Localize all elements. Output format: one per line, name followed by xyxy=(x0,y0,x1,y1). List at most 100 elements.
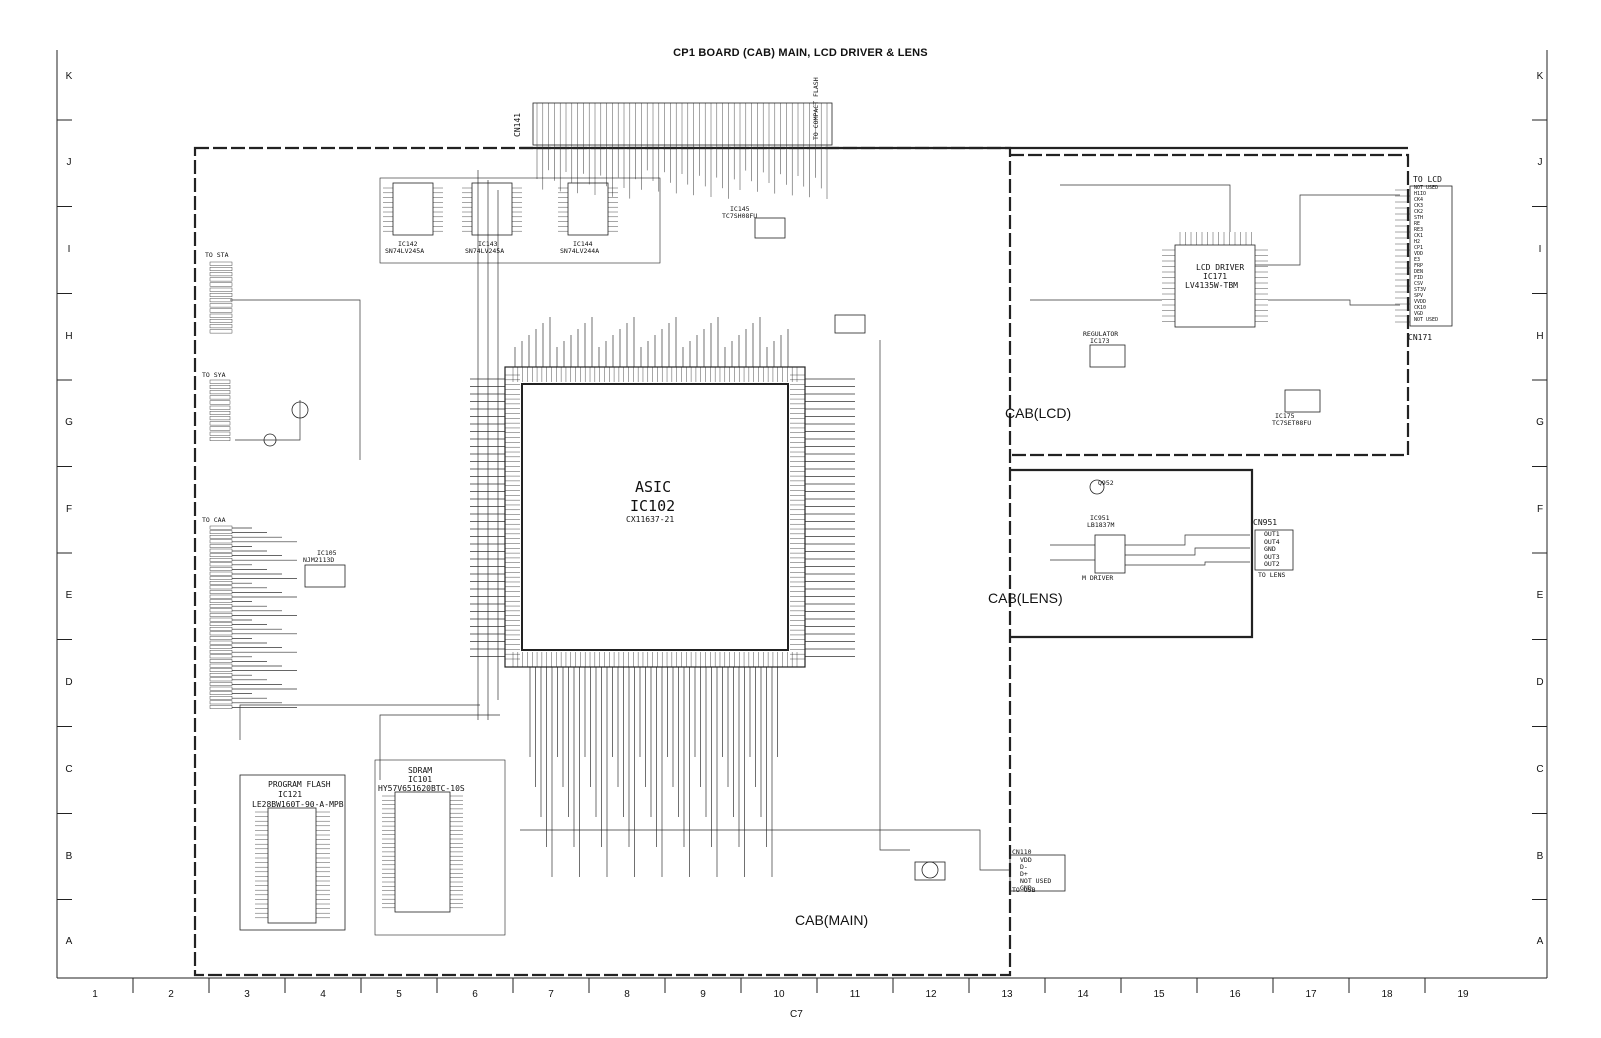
caa-pin xyxy=(209,539,233,544)
column-label: 5 xyxy=(396,989,402,1000)
cn171-pin-label: E3 xyxy=(1414,257,1421,263)
to-sya-label: TO SYA xyxy=(202,371,226,379)
column-label: 19 xyxy=(1457,989,1469,1000)
caa-pin xyxy=(209,677,233,682)
caa-pin xyxy=(209,608,233,613)
bus-to-flash xyxy=(239,704,480,740)
caa-pin xyxy=(209,696,233,700)
row-label-right: D xyxy=(1536,677,1544,688)
caa-pin xyxy=(209,594,233,599)
ic142-ref: IC142 xyxy=(398,240,418,248)
lcd-wire xyxy=(1268,299,1400,306)
row-label-right: F xyxy=(1536,504,1544,515)
column-label: 8 xyxy=(624,989,630,1000)
ic175-ref: IC175 xyxy=(1275,412,1295,420)
cn171-pin-label: NOT USED xyxy=(1414,185,1439,191)
to-sta-label: TO STA xyxy=(205,251,229,259)
row-label-right: I xyxy=(1538,244,1542,255)
cn171-pin-label: CK4 xyxy=(1414,197,1424,203)
column-label: 6 xyxy=(472,989,478,1000)
asic-ref: IC102 xyxy=(630,497,676,515)
sheet-title: CP1 BOARD (CAB) MAIN, LCD DRIVER & LENS xyxy=(673,47,928,59)
ic143-ref: IC143 xyxy=(478,240,498,248)
lcd-driver-part: LV4135W-TBM xyxy=(1185,281,1238,290)
row-label-left: A xyxy=(65,936,73,947)
cn171-pin-label: H1IO xyxy=(1414,191,1427,197)
ic951-part: LB1837M xyxy=(1087,521,1115,529)
caa-pin xyxy=(209,562,233,567)
cn951-pin-label: OUT3 xyxy=(1264,552,1280,561)
caa-pin xyxy=(209,659,233,663)
caa-pin xyxy=(209,650,233,654)
cn951-pin-label: GND xyxy=(1264,545,1276,553)
lens-wire xyxy=(1125,547,1250,556)
cn171-pin-label: STH xyxy=(1414,215,1424,221)
column-label: 9 xyxy=(700,989,706,1000)
usb-switch-ic xyxy=(914,861,946,881)
ic-h11 xyxy=(834,314,866,334)
column-label: 2 xyxy=(168,989,174,1000)
sta-pin xyxy=(209,298,233,303)
lcd-section-border xyxy=(1010,153,1410,457)
cn171-label: CN171 xyxy=(1408,333,1433,342)
column-label: 16 xyxy=(1229,989,1241,1000)
cn171-pin-label: VVDD xyxy=(1414,299,1427,305)
caa-pin xyxy=(209,654,233,659)
row-label-right: G xyxy=(1536,417,1544,428)
row-label-left: C xyxy=(65,764,73,775)
sdram-frame xyxy=(374,759,506,936)
ic175-body xyxy=(1284,389,1321,413)
caa-pin xyxy=(209,627,233,631)
cn171-pin-label: NOT USED xyxy=(1414,317,1439,323)
cn141-label: CN141 xyxy=(513,112,522,137)
sdram-label: SDRAM xyxy=(408,766,433,775)
m-driver-label: M DRIVER xyxy=(1082,574,1114,582)
buffer-group-box xyxy=(379,177,661,264)
lens-wire xyxy=(1125,534,1250,546)
compact-flash-label: TO COMPACT FLASH xyxy=(812,77,820,140)
row-label-left: E xyxy=(65,590,73,601)
ic105-ref: IC105 xyxy=(317,549,337,557)
regulator-body xyxy=(1089,344,1126,368)
caa-pin xyxy=(209,622,233,626)
sta-pin xyxy=(209,308,233,313)
caa-pin xyxy=(209,682,233,686)
column-label: 17 xyxy=(1305,989,1317,1000)
column-label: 12 xyxy=(925,989,937,1000)
usb-transistor xyxy=(921,861,939,879)
ic145-body xyxy=(754,217,786,239)
bus-to-sdram xyxy=(379,714,500,780)
row-label-left: D xyxy=(65,677,73,688)
ic175-part: TC7SET08FU xyxy=(1272,419,1312,427)
buffer-ic-body xyxy=(567,182,609,236)
asic-body xyxy=(504,366,806,668)
regulator-label: REGULATOR xyxy=(1083,330,1119,338)
row-label-right: B xyxy=(1536,851,1544,862)
column-label: 1 xyxy=(92,989,98,1000)
sya-pin xyxy=(209,426,231,431)
sta-pin xyxy=(209,319,233,323)
sta-wire xyxy=(230,299,361,460)
row-label-left: J xyxy=(66,157,72,168)
caa-pin xyxy=(209,535,233,539)
cn171-pin-label: VDD xyxy=(1414,251,1424,257)
sta-pin xyxy=(209,303,233,308)
caa-pin xyxy=(209,705,233,709)
sdram-part: HY57V651620BTC-10S xyxy=(378,784,465,793)
caa-pin xyxy=(209,558,233,562)
column-label: 13 xyxy=(1001,989,1013,1000)
cn110-pin-label: D- xyxy=(1020,863,1028,871)
cn110-pin-label: VDD xyxy=(1020,856,1032,864)
components xyxy=(209,102,1453,936)
column-label: 10 xyxy=(773,989,785,1000)
sta-pin xyxy=(209,282,233,287)
ic142-part: SN74LV245A xyxy=(385,247,425,255)
caa-pin xyxy=(209,673,233,677)
cn171-pin-label: FID xyxy=(1414,275,1424,281)
sta-pin xyxy=(209,267,233,271)
cn171-pin-label: H2 xyxy=(1414,239,1421,245)
cn110-pin-label: NOT USED xyxy=(1020,877,1052,885)
cn110-pin-label: GND xyxy=(1020,884,1032,892)
caa-pin xyxy=(209,530,233,534)
